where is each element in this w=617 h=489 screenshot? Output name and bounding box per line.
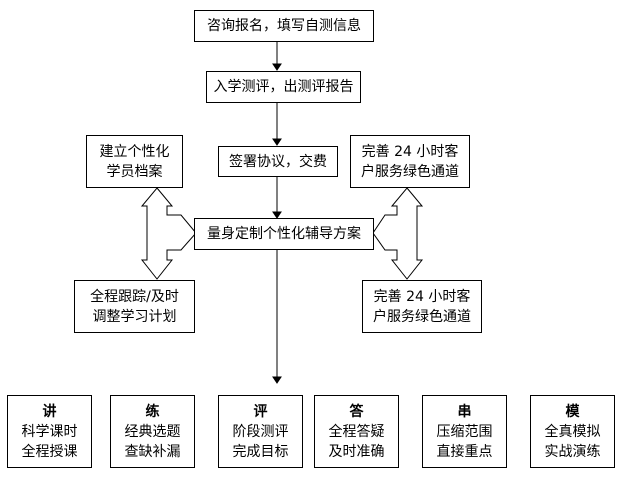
step-custom-plan: 量身定制个性化辅导方案 xyxy=(194,218,374,250)
method-line: 全真模拟 xyxy=(544,423,601,440)
method-box-mo: 模 全真模拟 实战演练 xyxy=(530,395,615,468)
step-label: 咨询报名，填写自测信息 xyxy=(207,18,361,34)
box-line: 全程跟踪/及时 xyxy=(90,288,179,305)
box-line: 完善 24 小时客 xyxy=(373,288,471,305)
left-top-box: 建立个性化 学员档案 xyxy=(86,135,183,188)
right-double-arrow xyxy=(372,187,424,280)
method-title: 模 xyxy=(565,403,580,420)
method-title: 答 xyxy=(349,403,364,420)
step-sign-pay: 签署协议，交费 xyxy=(218,146,338,177)
arrow-head-4 xyxy=(272,376,282,384)
method-line: 完成目标 xyxy=(232,443,289,460)
method-line: 阶段测评 xyxy=(232,423,289,440)
left-bottom-box: 全程跟踪/及时 调整学习计划 xyxy=(74,280,195,333)
step-label: 入学测评，出测评报告 xyxy=(213,79,354,95)
box-line: 完善 24 小时客 xyxy=(361,143,459,160)
method-title: 练 xyxy=(145,403,160,420)
method-box-ping: 评 阶段测评 完成目标 xyxy=(218,395,303,468)
method-line: 实战演练 xyxy=(544,443,601,460)
method-box-jiang: 讲 科学课时 全程授课 xyxy=(7,395,92,468)
box-line: 户服务绿色通道 xyxy=(373,308,471,325)
step-label: 签署协议，交费 xyxy=(229,153,327,170)
method-title: 讲 xyxy=(42,403,57,420)
box-line: 户服务绿色通道 xyxy=(361,163,459,180)
method-box-lian: 练 经典选题 查缺补漏 xyxy=(110,395,195,468)
box-line: 建立个性化 xyxy=(99,143,170,160)
method-title: 评 xyxy=(253,403,268,420)
box-line: 调整学习计划 xyxy=(92,308,177,325)
arrow-head-3 xyxy=(272,211,282,219)
method-line: 科学课时 xyxy=(21,423,78,440)
step-consult-register: 咨询报名，填写自测信息 xyxy=(194,10,374,42)
step-assessment: 入学测评，出测评报告 xyxy=(206,71,361,103)
method-line: 全程授课 xyxy=(21,443,78,460)
step-label: 量身定制个性化辅导方案 xyxy=(207,226,361,242)
method-line: 查缺补漏 xyxy=(124,443,181,460)
box-line: 学员档案 xyxy=(106,163,163,180)
right-top-box: 完善 24 小时客 户服务绿色通道 xyxy=(350,135,470,188)
method-box-da: 答 全程答疑 及时准确 xyxy=(314,395,399,468)
method-line: 经典选题 xyxy=(124,423,181,440)
method-line: 直接重点 xyxy=(436,443,493,460)
method-title: 串 xyxy=(457,403,472,420)
method-line: 及时准确 xyxy=(328,443,385,460)
arrow-head-2 xyxy=(272,138,282,146)
arrow-head-1 xyxy=(272,63,282,71)
method-line: 全程答疑 xyxy=(328,423,385,440)
method-line: 压缩范围 xyxy=(436,423,493,440)
method-box-chuan: 串 压缩范围 直接重点 xyxy=(422,395,507,468)
right-bottom-box: 完善 24 小时客 户服务绿色通道 xyxy=(362,280,482,333)
left-double-arrow xyxy=(140,187,197,280)
